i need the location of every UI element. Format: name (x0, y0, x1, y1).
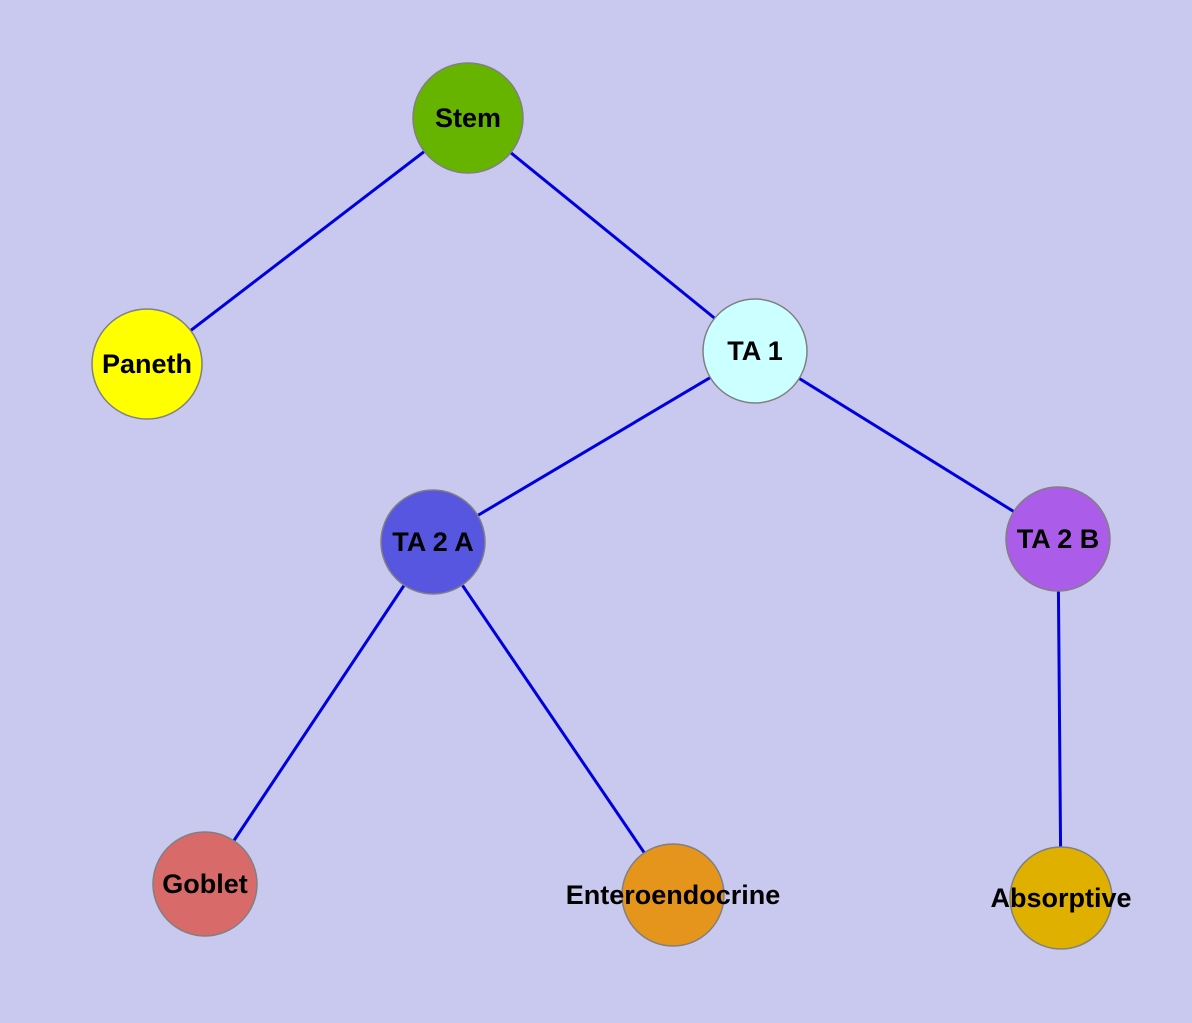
edge-ta2a-goblet (203, 541, 435, 885)
node-ta2a[interactable]: TA 2 A (380, 489, 486, 595)
edge-ta1-ta2b (754, 349, 1059, 541)
node-paneth[interactable]: Paneth (91, 308, 203, 420)
node-goblet[interactable]: Goblet (152, 831, 258, 937)
node-circle-ta2a[interactable] (380, 489, 486, 595)
node-circle-stem[interactable] (412, 62, 524, 174)
node-circle-ta1[interactable] (702, 298, 808, 404)
node-circle-paneth[interactable] (91, 308, 203, 420)
node-ta1[interactable]: TA 1 (702, 298, 808, 404)
edge-ta1-ta2a (432, 349, 756, 544)
edge-stem-ta1 (467, 116, 756, 353)
edge-ta2b-absorptive (1056, 538, 1063, 899)
node-ta2b[interactable]: TA 2 B (1005, 486, 1111, 592)
node-enteroendocrine[interactable]: Enteroendocrine (566, 843, 781, 947)
node-stem[interactable]: Stem (412, 62, 524, 174)
node-circle-enteroendocrine[interactable] (621, 843, 725, 947)
node-circle-goblet[interactable] (152, 831, 258, 937)
edge-stem-paneth (146, 116, 469, 366)
node-circle-ta2b[interactable] (1005, 486, 1111, 592)
node-circle-absorptive[interactable] (1009, 846, 1113, 950)
edge-ta2a-enteroendocrine (431, 541, 675, 896)
node-absorptive[interactable]: Absorptive (990, 846, 1132, 950)
